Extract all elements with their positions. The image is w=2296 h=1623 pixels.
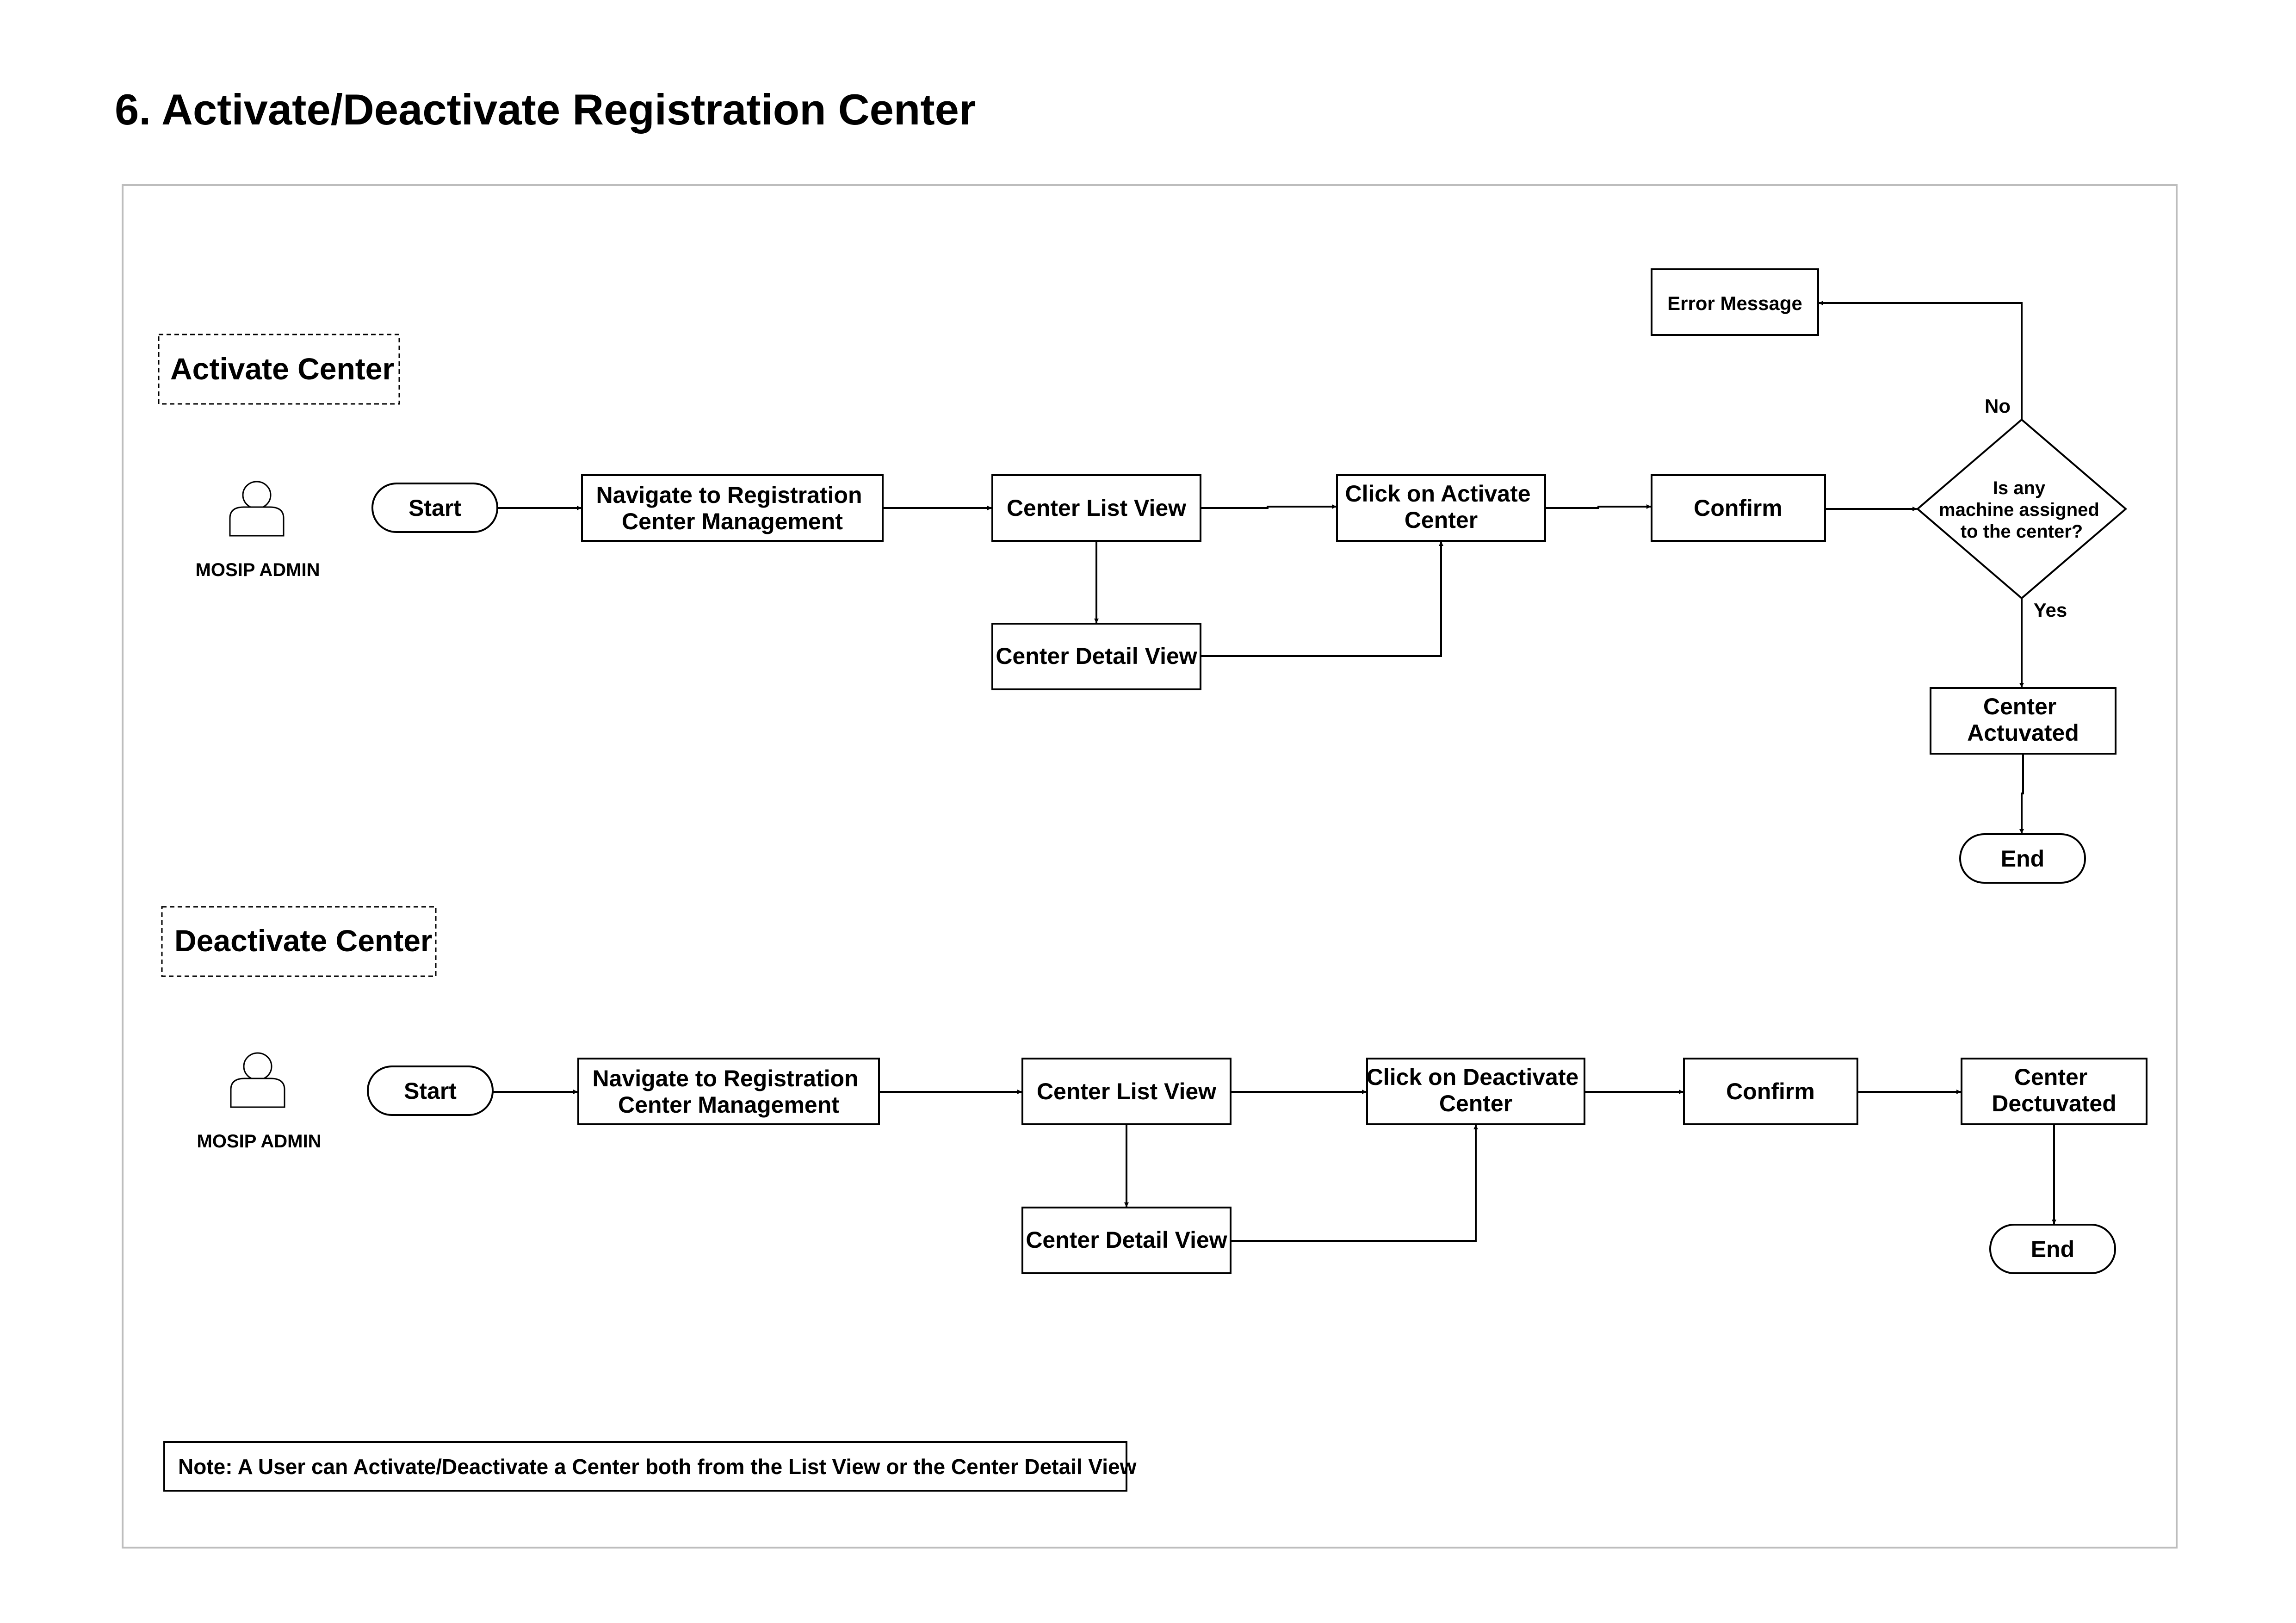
end-label: End — [2001, 846, 2044, 872]
click-deactivate-text: Click on Deactivate Center — [1367, 1064, 1585, 1116]
arrow-decision-no-to-error — [1819, 301, 2023, 420]
activate-section: Activate Center MOSIP ADMIN Start Naviga… — [158, 268, 2128, 884]
actor-icon — [230, 1052, 285, 1108]
page-title: 6. Activate/Deactivate Registration Cent… — [115, 85, 976, 134]
arrow-result-to-end — [2019, 754, 2024, 834]
deactivate-section-label: Deactivate Center — [174, 923, 433, 958]
center-dectuvated-text: Center Dectuvated — [1992, 1064, 2117, 1116]
activate-section-label: Activate Center — [170, 352, 394, 386]
yes-label: Yes — [2034, 599, 2067, 621]
confirm-label: Confirm — [1694, 495, 1782, 521]
actor-label: MOSIP ADMIN — [196, 560, 320, 580]
arrow-detail-to-click — [1201, 541, 1443, 657]
confirm-step — [1651, 474, 1826, 542]
start-label: Start — [404, 1078, 457, 1104]
center-detail-view-step — [1021, 1207, 1232, 1274]
center-detail-view-label: Center Detail View — [1026, 1227, 1227, 1253]
confirm-step — [1683, 1058, 1858, 1125]
arrow-list-to-click — [1201, 504, 1337, 509]
actor-label: MOSIP ADMIN — [197, 1131, 322, 1152]
click-activate-text: Click on Activate Center — [1345, 481, 1537, 533]
note-text: Note: A User can Activate/Deactivate a C… — [178, 1455, 1137, 1479]
start-label: Start — [408, 495, 461, 521]
center-dectuvated-box — [1961, 1058, 2147, 1125]
decision-text: Is any machine assigned to the center? — [1939, 478, 2104, 542]
click-deactivate-step — [1366, 1058, 1585, 1125]
arrow-detail-to-click — [1231, 1125, 1478, 1242]
start-node — [367, 1065, 494, 1116]
center-list-view-step — [991, 474, 1201, 542]
center-actuvated-box — [1930, 687, 2117, 755]
center-actuvated-text: Center Actuvated — [1967, 694, 2079, 746]
center-detail-view-step — [991, 623, 1201, 690]
deactivate-section: Deactivate Center MOSIP ADMIN Start Navi… — [161, 906, 2147, 1274]
end-label: End — [2031, 1236, 2074, 1262]
navigate-step-text: Navigate to Registration Center Manageme… — [592, 1065, 865, 1118]
click-activate-step — [1336, 474, 1546, 542]
center-list-view-step — [1021, 1058, 1232, 1125]
deactivate-section-label-box — [161, 906, 437, 977]
no-label: No — [1985, 395, 2011, 417]
center-list-view-label: Center List View — [1037, 1078, 1216, 1104]
end-node — [1959, 833, 2086, 884]
arrow-click-to-confirm — [1545, 504, 1651, 509]
activate-section-label-box — [158, 334, 400, 405]
confirm-label: Confirm — [1726, 1078, 1815, 1104]
navigate-step-text: Navigate to Registration Center Manageme… — [596, 482, 868, 534]
diagram-frame — [122, 184, 2178, 1549]
actor-icon — [229, 481, 285, 537]
error-message-box — [1651, 268, 1819, 336]
note-box — [163, 1441, 1127, 1492]
navigate-step — [577, 1058, 880, 1125]
error-message-label: Error Message — [1667, 292, 1802, 314]
end-node — [1989, 1224, 2116, 1274]
center-list-view-label: Center List View — [1007, 495, 1186, 521]
center-detail-view-label: Center Detail View — [996, 643, 1197, 669]
